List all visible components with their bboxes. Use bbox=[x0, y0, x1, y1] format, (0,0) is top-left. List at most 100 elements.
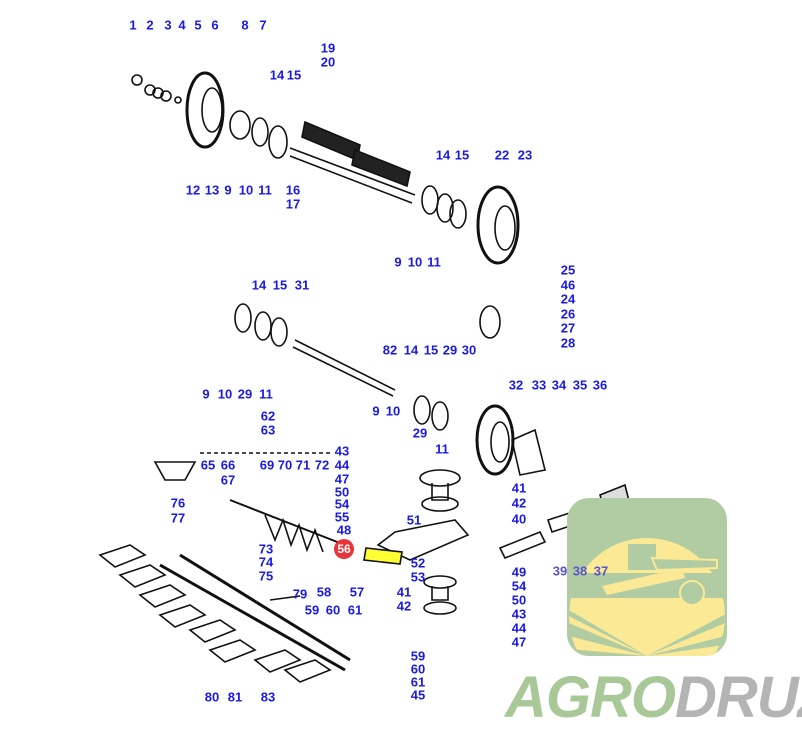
part-callout-36[interactable]: 36 bbox=[592, 377, 608, 393]
part-callout-63[interactable]: 63 bbox=[260, 422, 276, 438]
part-callout-44[interactable]: 44 bbox=[334, 457, 350, 473]
part-callout-15[interactable]: 15 bbox=[454, 147, 470, 163]
part-callout-22[interactable]: 22 bbox=[494, 147, 510, 163]
part-callout-8[interactable]: 8 bbox=[241, 17, 249, 33]
part-callout-79[interactable]: 79 bbox=[292, 586, 308, 602]
part-callout-80[interactable]: 80 bbox=[204, 689, 220, 705]
part-callout-60[interactable]: 60 bbox=[410, 661, 426, 677]
part-callout-9[interactable]: 9 bbox=[202, 386, 210, 402]
part-callout-13[interactable]: 13 bbox=[204, 182, 220, 198]
part-callout-25[interactable]: 25 bbox=[560, 262, 576, 278]
part-callout-45[interactable]: 45 bbox=[410, 687, 426, 703]
part-callout-6[interactable]: 6 bbox=[211, 17, 219, 33]
part-callout-67[interactable]: 67 bbox=[220, 472, 236, 488]
part-callout-42[interactable]: 42 bbox=[511, 495, 527, 511]
part-callout-70[interactable]: 70 bbox=[277, 457, 293, 473]
highlighted-part-callout[interactable]: 56 bbox=[334, 539, 354, 559]
part-callout-9[interactable]: 9 bbox=[394, 254, 402, 270]
part-callout-43[interactable]: 43 bbox=[511, 606, 527, 622]
part-callout-81[interactable]: 81 bbox=[227, 689, 243, 705]
part-callout-43[interactable]: 43 bbox=[334, 443, 350, 459]
part-callout-35[interactable]: 35 bbox=[572, 377, 588, 393]
part-callout-7[interactable]: 7 bbox=[259, 17, 267, 33]
part-callout-61[interactable]: 61 bbox=[410, 674, 426, 690]
part-callout-39[interactable]: 39 bbox=[552, 563, 568, 579]
part-callout-29[interactable]: 29 bbox=[412, 425, 428, 441]
part-callout-34[interactable]: 34 bbox=[551, 377, 567, 393]
part-callout-12[interactable]: 12 bbox=[185, 182, 201, 198]
part-callout-37[interactable]: 37 bbox=[593, 563, 609, 579]
part-callout-59[interactable]: 59 bbox=[410, 648, 426, 664]
part-callout-26[interactable]: 26 bbox=[560, 306, 576, 322]
part-callout-65[interactable]: 65 bbox=[200, 457, 216, 473]
part-callout-50[interactable]: 50 bbox=[334, 484, 350, 500]
part-callout-10[interactable]: 10 bbox=[407, 254, 423, 270]
part-callout-15[interactable]: 15 bbox=[286, 67, 302, 83]
part-callout-14[interactable]: 14 bbox=[269, 67, 285, 83]
part-callout-50[interactable]: 50 bbox=[511, 592, 527, 608]
part-callout-10[interactable]: 10 bbox=[238, 182, 254, 198]
part-callout-41[interactable]: 41 bbox=[511, 480, 527, 496]
part-callout-31[interactable]: 31 bbox=[294, 277, 310, 293]
part-callout-75[interactable]: 75 bbox=[258, 568, 274, 584]
part-callout-57[interactable]: 57 bbox=[349, 584, 365, 600]
part-callout-3[interactable]: 3 bbox=[164, 17, 172, 33]
part-callout-5[interactable]: 5 bbox=[194, 17, 202, 33]
part-callout-73[interactable]: 73 bbox=[258, 541, 274, 557]
part-callout-46[interactable]: 46 bbox=[560, 277, 576, 293]
part-callout-11[interactable]: 11 bbox=[258, 182, 272, 198]
part-callout-30[interactable]: 30 bbox=[461, 342, 477, 358]
part-callout-9[interactable]: 9 bbox=[372, 403, 380, 419]
part-callout-29[interactable]: 29 bbox=[237, 386, 253, 402]
part-callout-53[interactable]: 53 bbox=[410, 569, 426, 585]
part-callout-17[interactable]: 17 bbox=[285, 196, 301, 212]
part-callout-10[interactable]: 10 bbox=[217, 386, 233, 402]
part-callout-83[interactable]: 83 bbox=[260, 689, 276, 705]
part-callout-48[interactable]: 48 bbox=[336, 522, 352, 538]
part-callout-82[interactable]: 82 bbox=[382, 342, 398, 358]
part-callout-4[interactable]: 4 bbox=[178, 17, 186, 33]
part-callout-47[interactable]: 47 bbox=[334, 471, 350, 487]
part-callout-66[interactable]: 66 bbox=[220, 457, 236, 473]
part-callout-33[interactable]: 33 bbox=[531, 377, 547, 393]
part-callout-38[interactable]: 38 bbox=[572, 563, 588, 579]
part-callout-47[interactable]: 47 bbox=[511, 634, 527, 650]
part-callout-58[interactable]: 58 bbox=[316, 584, 332, 600]
part-callout-23[interactable]: 23 bbox=[517, 147, 533, 163]
part-callout-44[interactable]: 44 bbox=[511, 620, 527, 636]
part-callout-55[interactable]: 55 bbox=[334, 509, 350, 525]
part-callout-41[interactable]: 41 bbox=[396, 584, 412, 600]
part-callout-9[interactable]: 9 bbox=[224, 182, 232, 198]
part-callout-61[interactable]: 61 bbox=[347, 602, 363, 618]
part-callout-77[interactable]: 77 bbox=[170, 510, 186, 526]
part-callout-2[interactable]: 2 bbox=[146, 17, 154, 33]
part-callout-32[interactable]: 32 bbox=[508, 377, 524, 393]
part-callout-14[interactable]: 14 bbox=[435, 147, 451, 163]
part-callout-24[interactable]: 24 bbox=[560, 291, 576, 307]
part-callout-72[interactable]: 72 bbox=[314, 457, 330, 473]
part-callout-51[interactable]: 51 bbox=[406, 512, 422, 528]
part-callout-69[interactable]: 69 bbox=[259, 457, 275, 473]
part-callout-62[interactable]: 62 bbox=[260, 408, 276, 424]
part-callout-52[interactable]: 52 bbox=[410, 555, 426, 571]
part-callout-74[interactable]: 74 bbox=[258, 554, 274, 570]
part-callout-11[interactable]: 11 bbox=[259, 386, 273, 402]
part-callout-71[interactable]: 71 bbox=[295, 457, 311, 473]
part-callout-16[interactable]: 16 bbox=[285, 182, 301, 198]
part-callout-59[interactable]: 59 bbox=[304, 602, 320, 618]
part-callout-42[interactable]: 42 bbox=[396, 598, 412, 614]
part-callout-54[interactable]: 54 bbox=[334, 496, 350, 512]
part-callout-49[interactable]: 49 bbox=[511, 564, 527, 580]
part-callout-76[interactable]: 76 bbox=[170, 495, 186, 511]
part-callout-19[interactable]: 19 bbox=[320, 40, 336, 56]
part-callout-28[interactable]: 28 bbox=[560, 335, 576, 351]
part-callout-27[interactable]: 27 bbox=[560, 320, 576, 336]
part-callout-14[interactable]: 14 bbox=[251, 277, 267, 293]
part-callout-1[interactable]: 1 bbox=[129, 17, 137, 33]
part-callout-11[interactable]: 11 bbox=[435, 441, 449, 457]
part-callout-11[interactable]: 11 bbox=[427, 254, 441, 270]
part-callout-20[interactable]: 20 bbox=[320, 54, 336, 70]
part-callout-15[interactable]: 15 bbox=[272, 277, 288, 293]
part-callout-14[interactable]: 14 bbox=[403, 342, 419, 358]
part-callout-29[interactable]: 29 bbox=[442, 342, 458, 358]
